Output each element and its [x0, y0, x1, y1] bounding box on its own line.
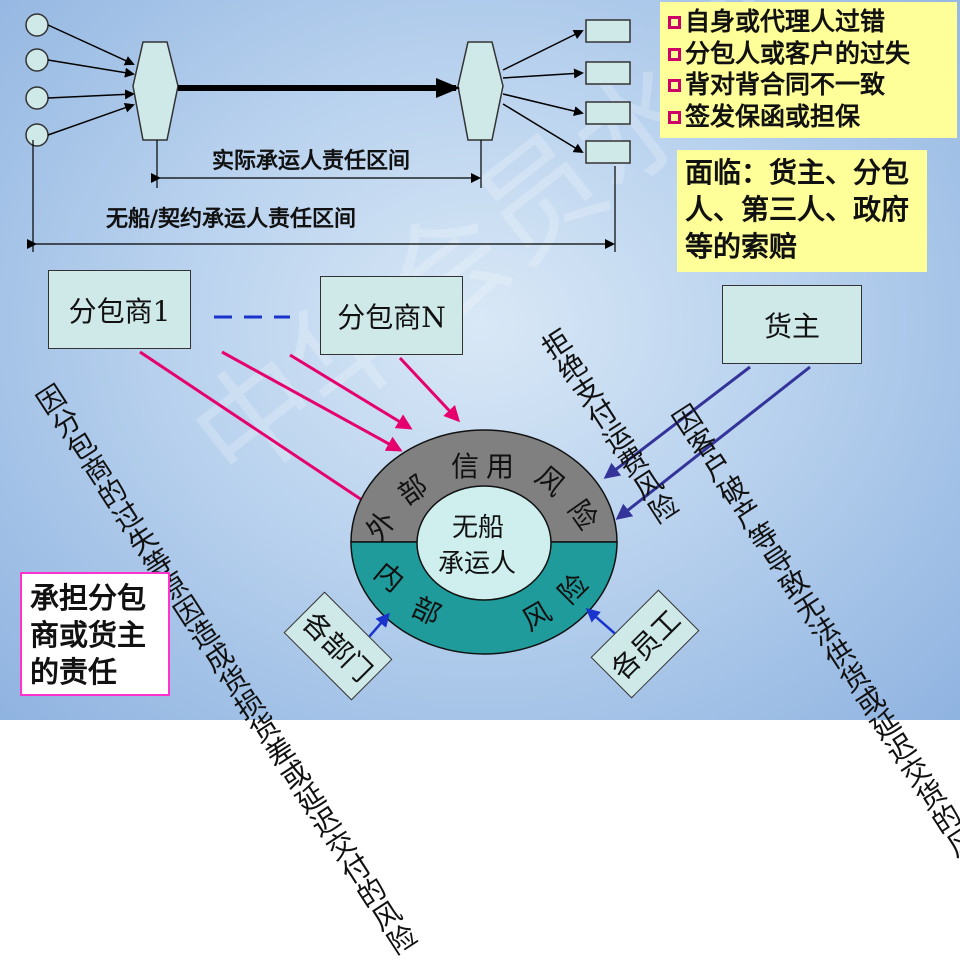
risk-list-item: 自身或代理人过错: [668, 6, 949, 38]
risk-list-item: 签发保函或担保: [668, 101, 949, 133]
square-bullet-icon: [668, 79, 681, 92]
destination-node: [585, 140, 631, 164]
outer-ring-char: 用: [486, 450, 515, 483]
subcontractor-arrows: [139, 350, 461, 514]
destination-node: [585, 19, 631, 43]
origin-node: [25, 86, 49, 110]
diagram-canvas: [25, 13, 811, 655]
left-nodes: [25, 13, 135, 147]
nvocc-center-text-2: 承运人: [438, 549, 517, 579]
right-nodes: [502, 19, 631, 164]
interval-lines: [27, 140, 616, 252]
risk-list-item: 分包人或客户的过失: [668, 38, 949, 70]
claims-box: 面临：货主、分包人、第三人、政府等的索赔: [677, 150, 927, 272]
shipper-arrows: [603, 365, 811, 520]
nvocc-center-circle: [416, 485, 552, 601]
subcontractor-n-box: 分包商N: [320, 276, 463, 355]
shipper-box: 货主: [722, 285, 862, 364]
square-bullet-icon: [668, 47, 681, 61]
origin-hub: [132, 41, 179, 141]
responsibility-box: 承担分包商或货主的责任: [20, 572, 170, 696]
actual-carrier-label: 实际承运人责任区间: [212, 148, 411, 174]
risk-list: 自身或代理人过错 分包人或客户的过失 背对背合同不一致 签发保函或担保: [660, 2, 957, 138]
nvocc-label: 无船/契约承运人责任区间: [106, 206, 357, 232]
outer-ring-char: 信: [451, 450, 480, 483]
origin-node: [25, 123, 49, 147]
risk-ring: [350, 429, 618, 655]
subcontractor-1-box: 分包商1: [48, 270, 191, 349]
origin-node: [25, 48, 49, 72]
square-bullet-icon: [668, 110, 681, 124]
destination-hub: [457, 41, 504, 141]
destination-node: [585, 61, 631, 85]
origin-node: [25, 13, 49, 37]
destination-node: [585, 101, 631, 125]
square-bullet-icon: [668, 16, 681, 29]
risk-list-item: 背对背合同不一致: [668, 69, 949, 101]
nvocc-center-text-1: 无船: [452, 513, 505, 543]
